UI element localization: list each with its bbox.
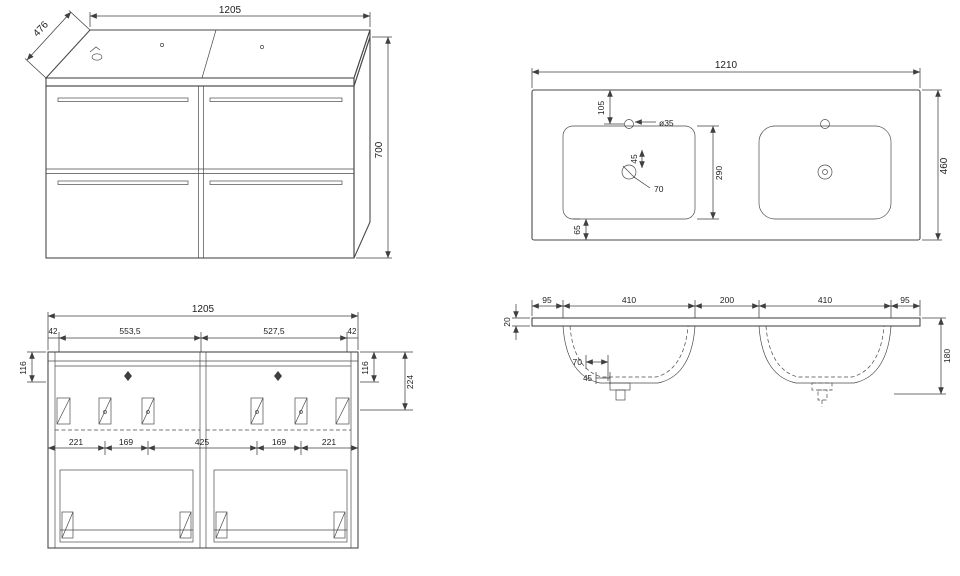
lower-drawer-box bbox=[213, 469, 348, 543]
perspective-view: 1205 476 700 bbox=[24, 5, 392, 259]
dim-basin-right-width: 410 bbox=[818, 295, 832, 305]
dim-cabinet-depth: 476 bbox=[31, 19, 51, 39]
left-basin bbox=[562, 125, 696, 220]
dim-drain-diameter: 70 bbox=[654, 184, 664, 194]
right-faucet-hole-icon bbox=[820, 119, 830, 129]
counter-slab-outline bbox=[531, 317, 921, 327]
dim-section-drain-offset: 70 bbox=[573, 357, 583, 367]
dim-drawer-right: 527,5 bbox=[263, 326, 285, 336]
dim-faucet-hole-diameter: ø35 bbox=[659, 118, 674, 128]
dim-bottom-3: 425 bbox=[195, 437, 209, 447]
dim-drawer-left: 553,5 bbox=[119, 326, 141, 336]
center-mark-icon bbox=[124, 371, 132, 381]
dim-gap-left: 42 bbox=[49, 327, 58, 336]
front-outline bbox=[47, 351, 359, 549]
dim-counter-thickness: 20 bbox=[502, 317, 512, 327]
left-drain-icon bbox=[621, 164, 637, 180]
right-basin bbox=[758, 125, 892, 220]
dim-cabinet-width: 1205 bbox=[219, 5, 242, 16]
dim-counter-depth: 460 bbox=[939, 157, 950, 174]
dim-section-drain-width: 45 bbox=[583, 374, 592, 383]
front-elevation-view: 1205 42 553,5 527,5 42 116 116 224 221 1… bbox=[18, 304, 415, 549]
faucet-icon bbox=[91, 53, 103, 61]
front-internal-structure bbox=[48, 352, 358, 548]
faucet-hole-icon bbox=[260, 45, 264, 49]
dim-basin-bottom-margin: 65 bbox=[572, 225, 582, 235]
left-drain-icon bbox=[609, 382, 631, 391]
countertop-outline bbox=[531, 89, 921, 241]
front-dimension-lines bbox=[27, 312, 413, 455]
countertop-top-view: 1210 460 105 ø35 45 70 290 65 bbox=[531, 60, 950, 241]
dim-front-width: 1205 bbox=[192, 304, 215, 315]
dim-faucet-offset: 105 bbox=[596, 101, 606, 115]
dim-edge-right: 95 bbox=[900, 295, 910, 305]
right-drain-icon bbox=[811, 382, 833, 391]
top-view-dimension-lines bbox=[531, 68, 942, 241]
left-faucet-hole-icon bbox=[624, 119, 634, 129]
right-drain-icon bbox=[817, 164, 833, 180]
dim-side-height-left: 116 bbox=[18, 361, 28, 375]
dim-edge-left: 95 bbox=[542, 295, 552, 305]
dim-basin-left-width: 410 bbox=[622, 295, 636, 305]
dim-drain-offset: 45 bbox=[629, 154, 639, 164]
dim-center-gap: 200 bbox=[720, 295, 734, 305]
center-mark-icon bbox=[274, 371, 282, 381]
dim-bottom-5: 221 bbox=[322, 437, 336, 447]
dim-bracket-height: 224 bbox=[405, 375, 415, 389]
basin-outlines bbox=[562, 119, 892, 220]
drawer-slide-brackets bbox=[56, 397, 350, 425]
lower-drawer-box bbox=[59, 469, 194, 543]
basin-section-view: 95 410 200 410 95 20 180 70 45 bbox=[502, 295, 952, 407]
section-dimension-lines bbox=[512, 300, 946, 395]
basin-profiles bbox=[562, 325, 892, 407]
cabinet-drawer-details bbox=[46, 29, 354, 258]
dim-bottom-2: 169 bbox=[119, 437, 133, 447]
faucet-spout-icon bbox=[89, 46, 101, 53]
dim-basin-length: 290 bbox=[714, 166, 724, 180]
dim-cabinet-height: 700 bbox=[374, 141, 385, 158]
dim-gap-right: 42 bbox=[348, 327, 357, 336]
right-basin-profile bbox=[758, 325, 892, 384]
dim-side-height-right: 116 bbox=[360, 361, 370, 375]
dim-basin-height: 180 bbox=[942, 349, 952, 363]
perspective-dimension-lines bbox=[24, 10, 392, 259]
faucet-hole-icon bbox=[160, 43, 164, 47]
dim-bottom-4: 169 bbox=[272, 437, 286, 447]
dim-counter-width: 1210 bbox=[715, 60, 738, 71]
cabinet-body-outline bbox=[44, 29, 371, 259]
dim-bottom-1: 221 bbox=[69, 437, 83, 447]
